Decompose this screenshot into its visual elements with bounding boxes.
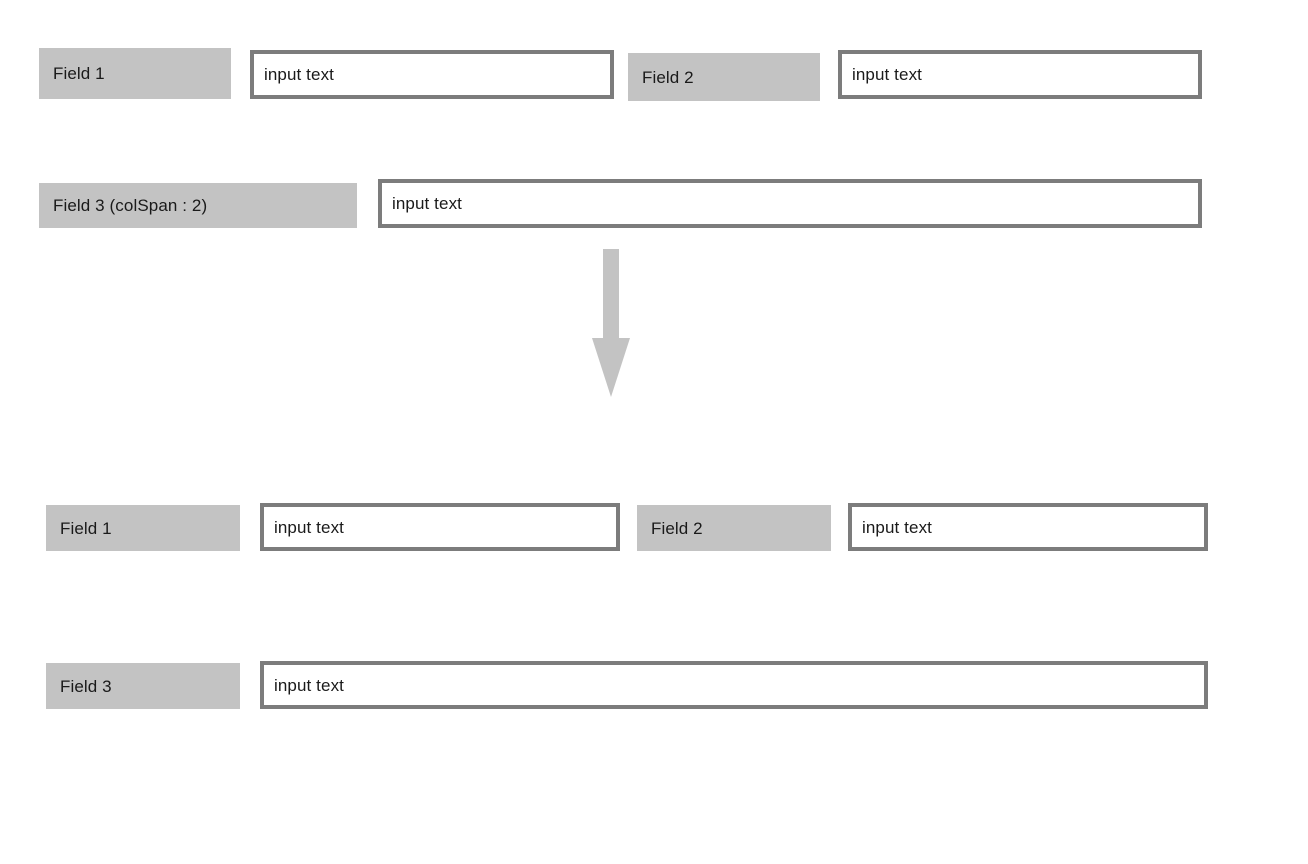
- field-label-cell-colspan: Field 3 (colSpan : 2): [39, 183, 357, 228]
- field-label-cell: Field 2: [628, 53, 820, 101]
- field-input[interactable]: input text: [250, 50, 614, 99]
- field-input[interactable]: input text: [848, 503, 1208, 551]
- field-label-cell: Field 1: [39, 48, 231, 99]
- field-label-cell: Field 3: [46, 663, 240, 709]
- field-input[interactable]: input text: [838, 50, 1202, 99]
- field-input[interactable]: input text: [260, 503, 620, 551]
- arrow-down-icon: [592, 249, 630, 397]
- field-input[interactable]: input text: [260, 661, 1208, 709]
- field-input-colspan[interactable]: input text: [378, 179, 1202, 228]
- field-label-cell: Field 1: [46, 505, 240, 551]
- field-label-cell: Field 2: [637, 505, 831, 551]
